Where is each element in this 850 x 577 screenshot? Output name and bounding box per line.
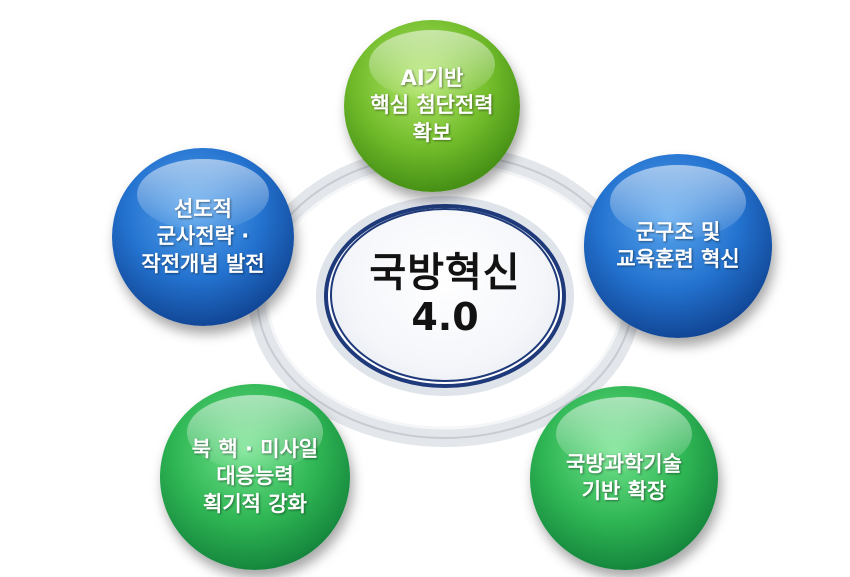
bubble-military-strategy: 선도적 군사전략 · 작전개념 발전 — [112, 148, 294, 326]
bubble-line: 교육훈련 혁신 — [616, 247, 740, 271]
bubble-line: AI기반 — [400, 66, 464, 91]
bubble-line: 국방과학기술 — [566, 451, 682, 476]
bubble-nuclear-missile-response: 북 핵 · 미사일 대응능력 획기적 강화 — [160, 384, 350, 570]
bubble-line: 북 핵 · 미사일 — [191, 437, 319, 462]
center-subtitle: 4.0 — [411, 295, 479, 340]
center-title: 국방혁신 — [369, 250, 521, 297]
center-circle: 국방혁신 4.0 — [330, 208, 560, 382]
bubble-line: 대응능력 — [216, 464, 294, 489]
bubble-defense-science-tech: 국방과학기술 기반 확장 — [530, 386, 718, 570]
bubble-force-structure-training: 군구조 및 교육훈련 혁신 — [584, 154, 772, 338]
bubble-ai-core-forces: AI기반 핵심 첨단전력 확보 — [344, 20, 520, 192]
bubble-line: 기반 확장 — [581, 479, 667, 503]
bubble-line: 획기적 강화 — [203, 491, 307, 516]
bubble-line: 작전개념 발전 — [141, 251, 265, 276]
bubble-line: 핵심 첨단전력 — [370, 93, 494, 118]
bubble-line: 군사전략 · — [156, 224, 250, 249]
bubble-line: 군구조 및 — [635, 219, 721, 244]
bubble-line: 선도적 — [174, 197, 232, 222]
bubble-line: 확보 — [412, 120, 452, 145]
